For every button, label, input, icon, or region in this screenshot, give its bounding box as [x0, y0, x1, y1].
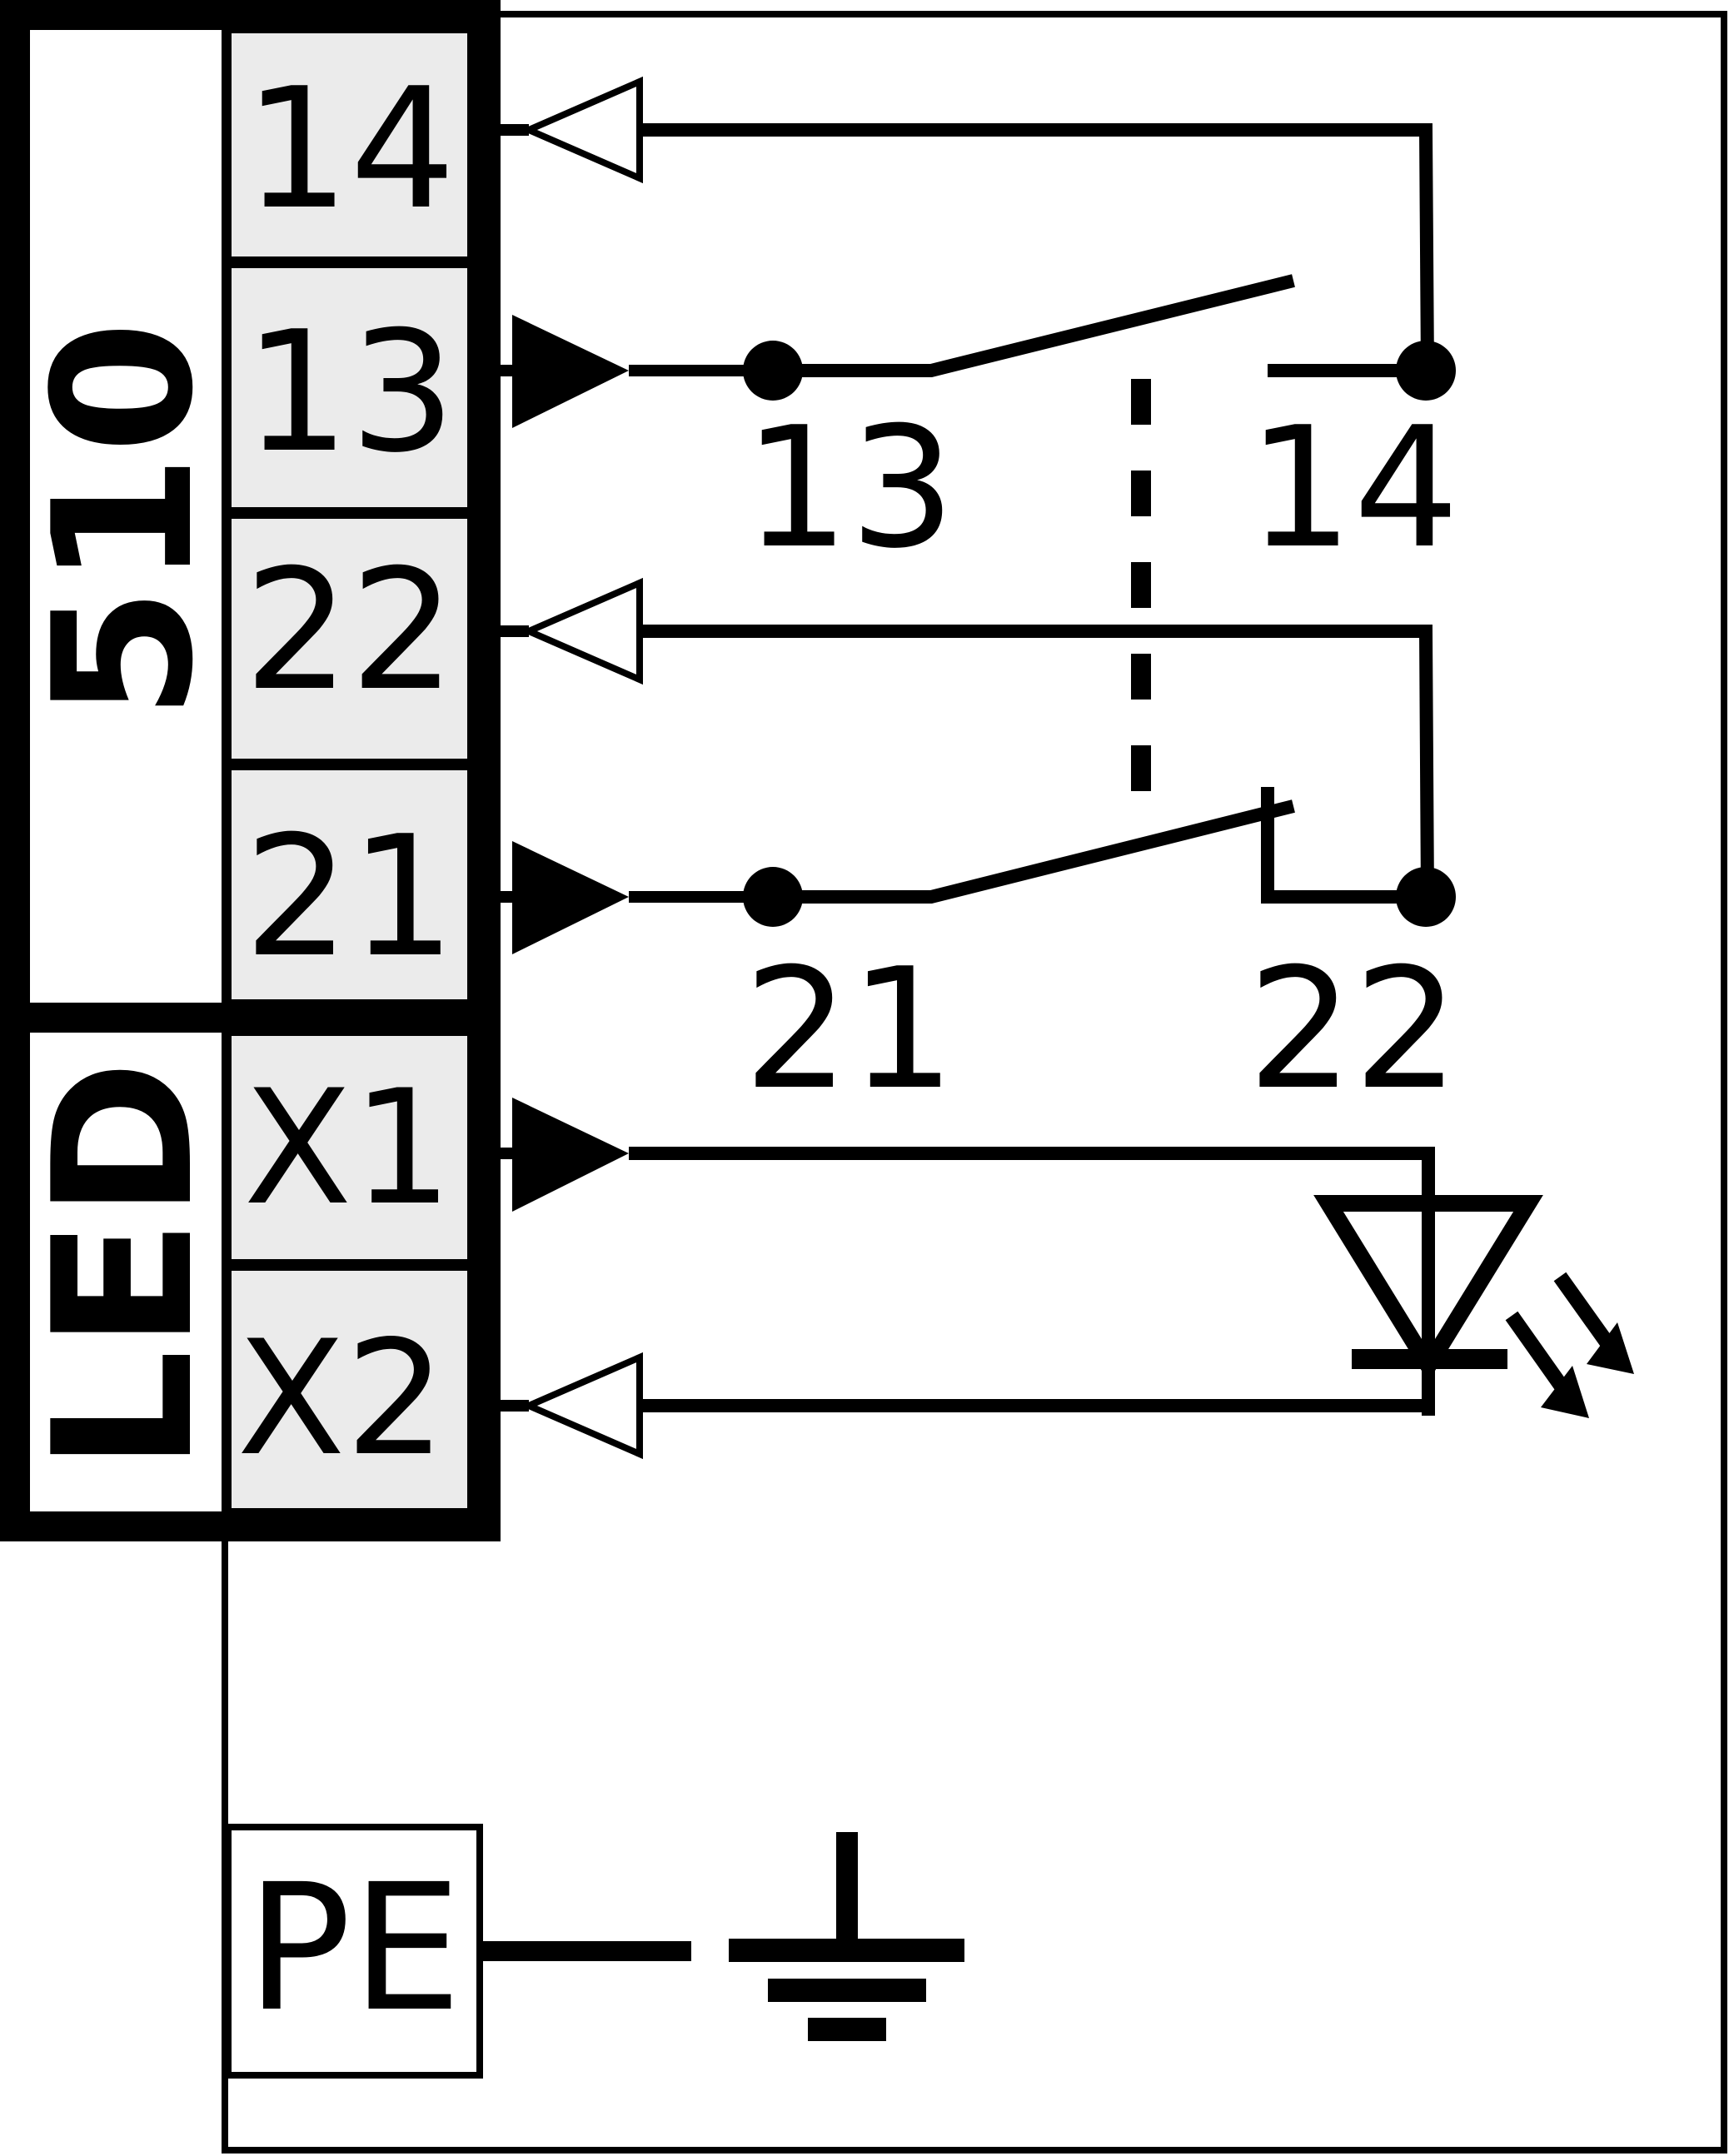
- terminal-cell-21: [225, 764, 474, 1006]
- contact-node-22: [1396, 867, 1456, 927]
- terminal-label-13: 13: [244, 296, 456, 490]
- nc-contact-circuit: 21 22: [486, 577, 1460, 1127]
- terminal-label-x1: X1: [243, 1056, 452, 1240]
- contact-label-13: 13: [744, 391, 956, 585]
- terminal-label-22: 22: [244, 534, 456, 728]
- contact-label-21: 21: [744, 933, 956, 1127]
- ground-icon: [729, 1832, 964, 2041]
- pe-label: PE: [246, 1846, 461, 2050]
- terminal-x1-arrow: [512, 1098, 629, 1212]
- led-section-label: LED: [13, 1060, 236, 1472]
- terminal-x2-arrow: [520, 1352, 643, 1460]
- ground-section: PE: [225, 1824, 964, 2079]
- terminal-13-arrow: [512, 315, 629, 428]
- terminal-label-21: 21: [244, 800, 456, 994]
- terminal-cell-x1: [225, 1029, 474, 1266]
- module-label: 510: [13, 321, 236, 720]
- contact-label-22: 22: [1248, 933, 1460, 1127]
- terminal-14-arrow: [520, 76, 643, 184]
- terminal-label-14: 14: [244, 52, 456, 246]
- terminal-cell-x2: [225, 1264, 474, 1515]
- terminal-21-arrow: [512, 841, 629, 954]
- pe-terminal-box: [225, 1824, 483, 2079]
- no-switch-blade: [773, 274, 1295, 377]
- led-diode-icon: [1313, 1195, 1543, 1382]
- light-emission-icon: [1505, 1272, 1634, 1418]
- nc-switch-blade: [773, 799, 1295, 904]
- led-circuit: [486, 1098, 1634, 1460]
- terminal-strip: [225, 27, 474, 1515]
- contact-node-14: [1396, 341, 1456, 401]
- terminal-cell-13: [225, 261, 474, 514]
- terminal-22-arrow: [520, 577, 643, 685]
- no-contact-circuit: 13 14: [486, 76, 1460, 585]
- contact-label-14: 14: [1248, 391, 1460, 585]
- terminal-cell-14: [225, 27, 474, 263]
- terminal-cell-22: [225, 512, 474, 765]
- terminal-label-x2: X2: [237, 1307, 446, 1491]
